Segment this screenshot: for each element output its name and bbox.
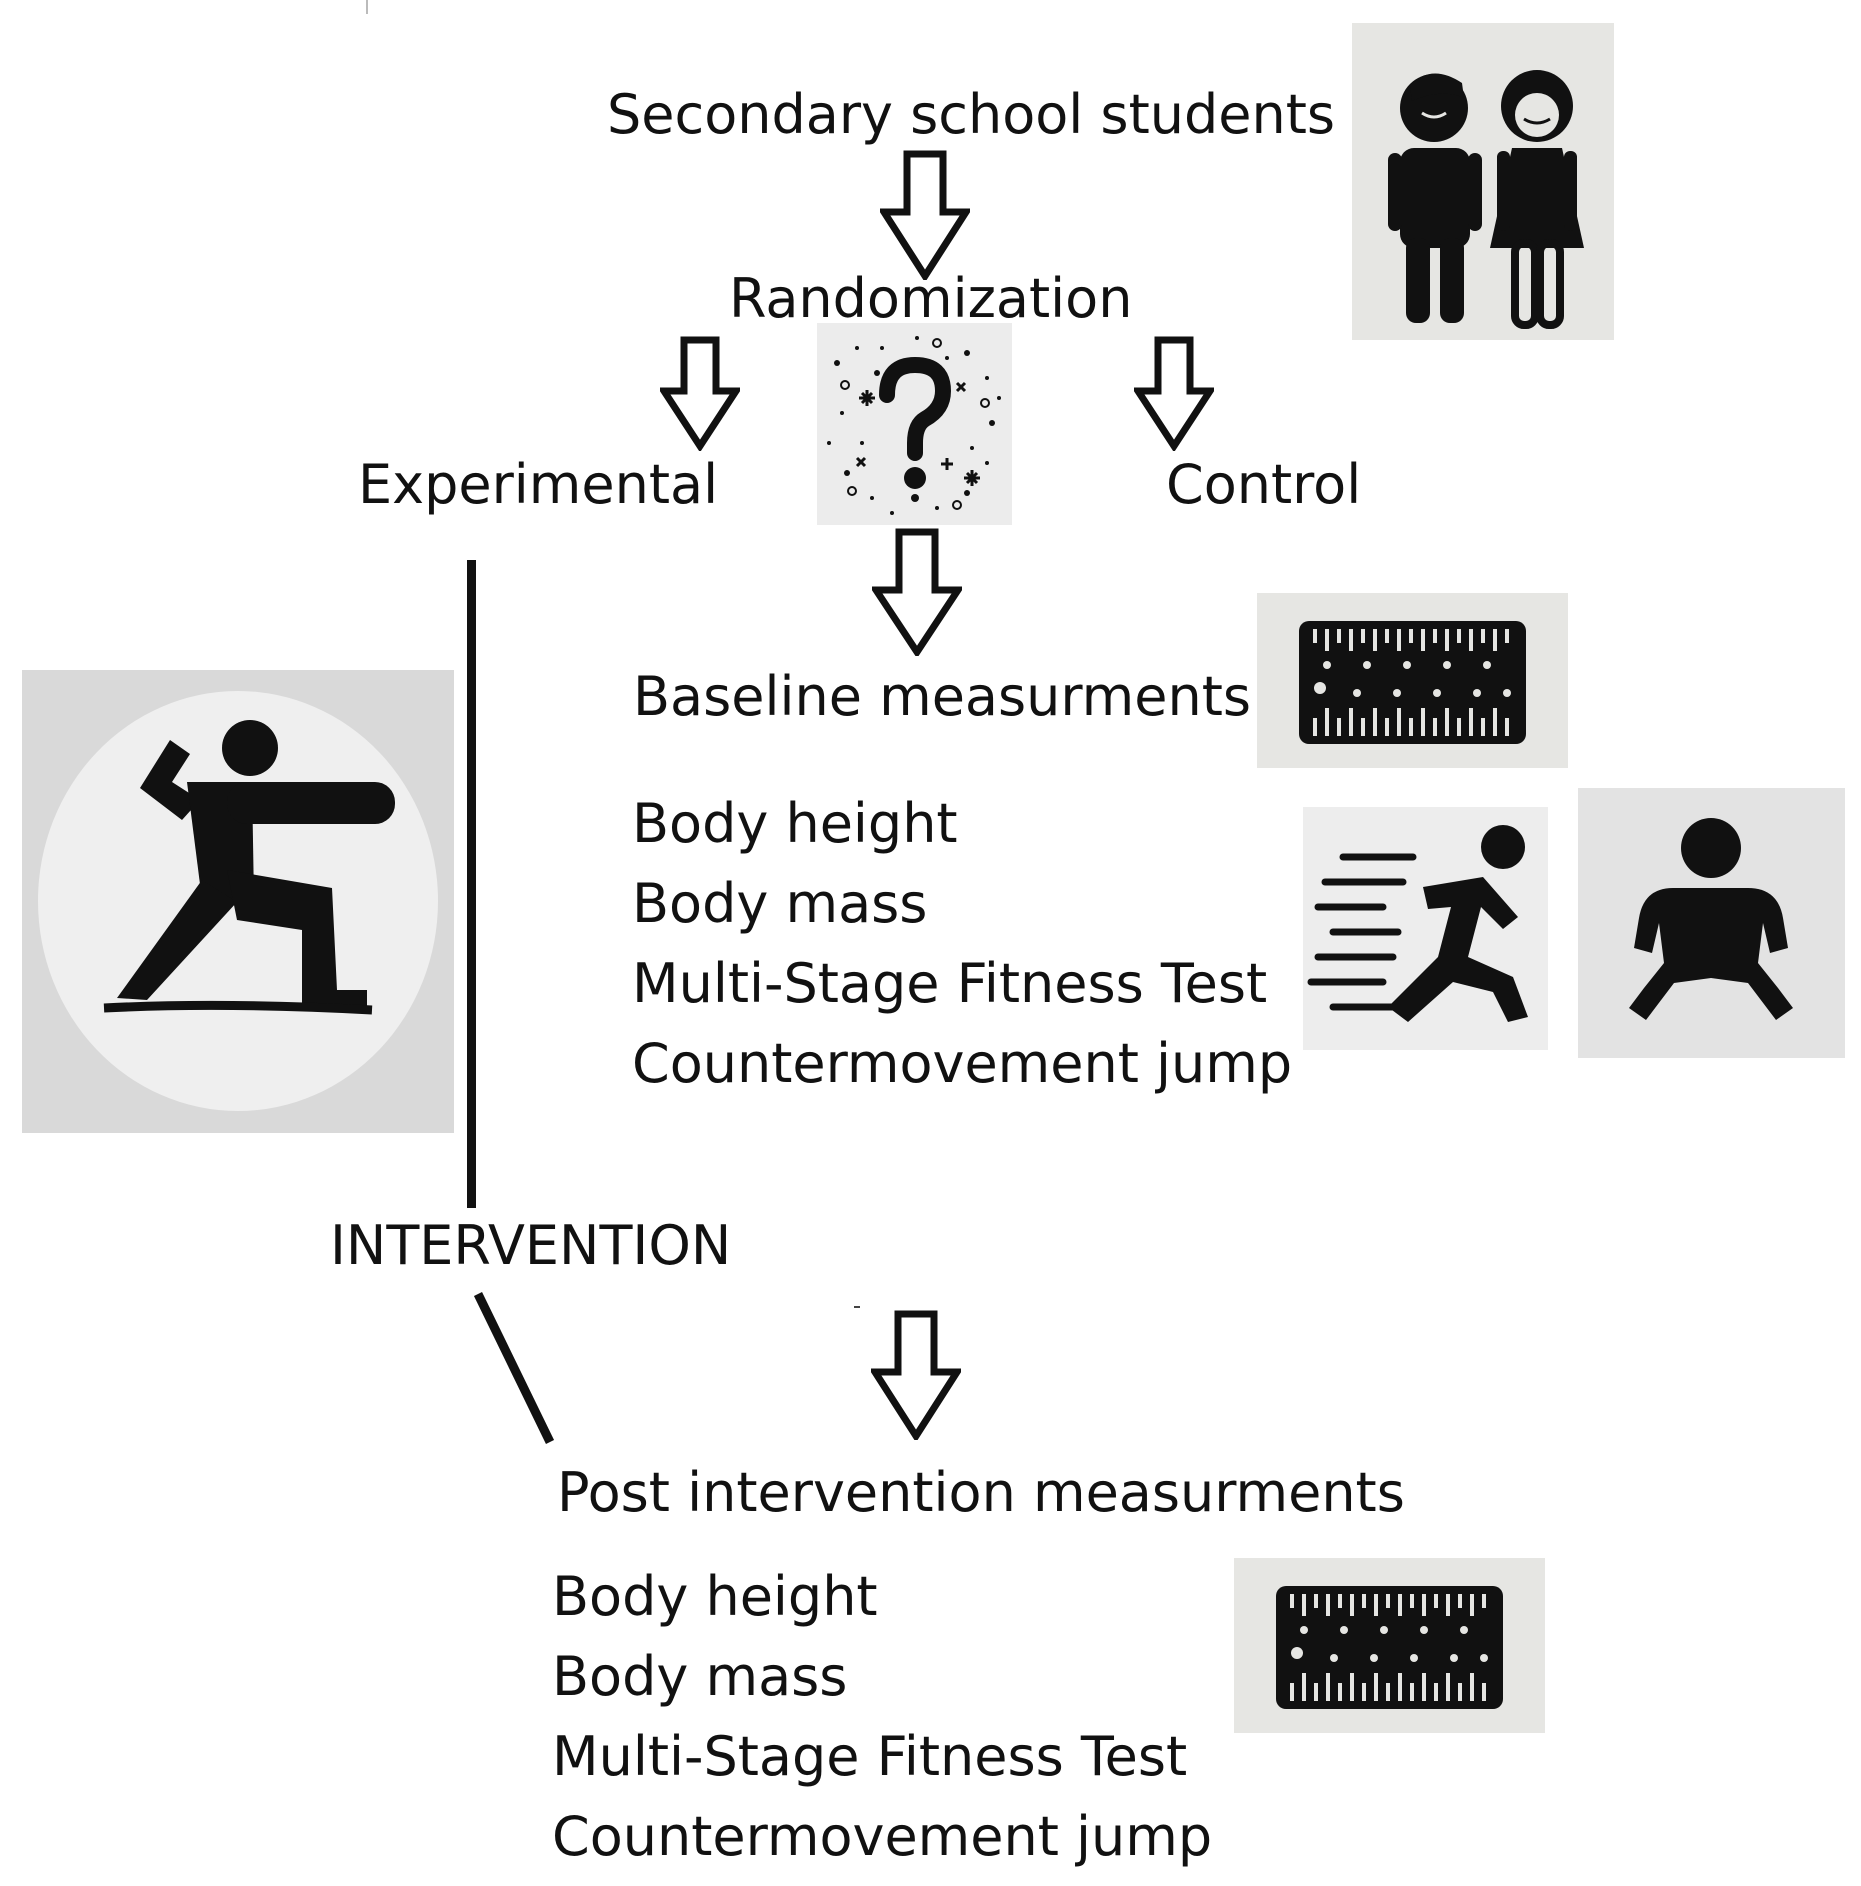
small-tick: [854, 1306, 860, 1308]
top-tick: [366, 0, 368, 14]
randomization-icon: [817, 323, 1012, 525]
arrow-to-randomization: [880, 150, 970, 280]
ruler-icon: [1257, 593, 1568, 768]
post-label: Post intervention measurments: [557, 1461, 1405, 1524]
baseline-item: Body height: [632, 792, 958, 855]
post-item: Body height: [552, 1565, 878, 1628]
baseline-item: Multi-Stage Fitness Test: [632, 952, 1268, 1015]
students-label: Secondary school students: [607, 83, 1335, 146]
post-item: Body mass: [552, 1645, 848, 1708]
experimental-timeline: [467, 560, 476, 1208]
baseline-measurement-list: Body height Body mass Multi-Stage Fitnes…: [632, 784, 1292, 1104]
control-label: Control: [1166, 453, 1362, 516]
intervention-label: INTERVENTION: [330, 1214, 732, 1277]
randomization-label: Randomization: [729, 267, 1133, 330]
students-icon: [1352, 23, 1614, 340]
experimental-label: Experimental: [358, 453, 719, 516]
post-measurement-list: Body height Body mass Multi-Stage Fitnes…: [552, 1557, 1212, 1877]
running-icon: [1303, 807, 1548, 1050]
post-item: Countermovement jump: [552, 1805, 1213, 1868]
post-item: Multi-Stage Fitness Test: [552, 1725, 1188, 1788]
arrow-to-experimental: [660, 336, 740, 451]
jump-icon: [1578, 788, 1845, 1058]
yoga-pose-icon: [22, 670, 454, 1133]
arrow-to-control: [1134, 336, 1214, 451]
baseline-label: Baseline measurments: [633, 665, 1251, 728]
arrow-to-baseline: [872, 528, 962, 656]
ruler-icon: [1234, 1558, 1545, 1733]
intervention-diagonal-line: [470, 1290, 560, 1450]
baseline-item: Body mass: [632, 872, 928, 935]
baseline-item: Countermovement jump: [632, 1032, 1293, 1095]
arrow-to-post: [871, 1310, 961, 1440]
